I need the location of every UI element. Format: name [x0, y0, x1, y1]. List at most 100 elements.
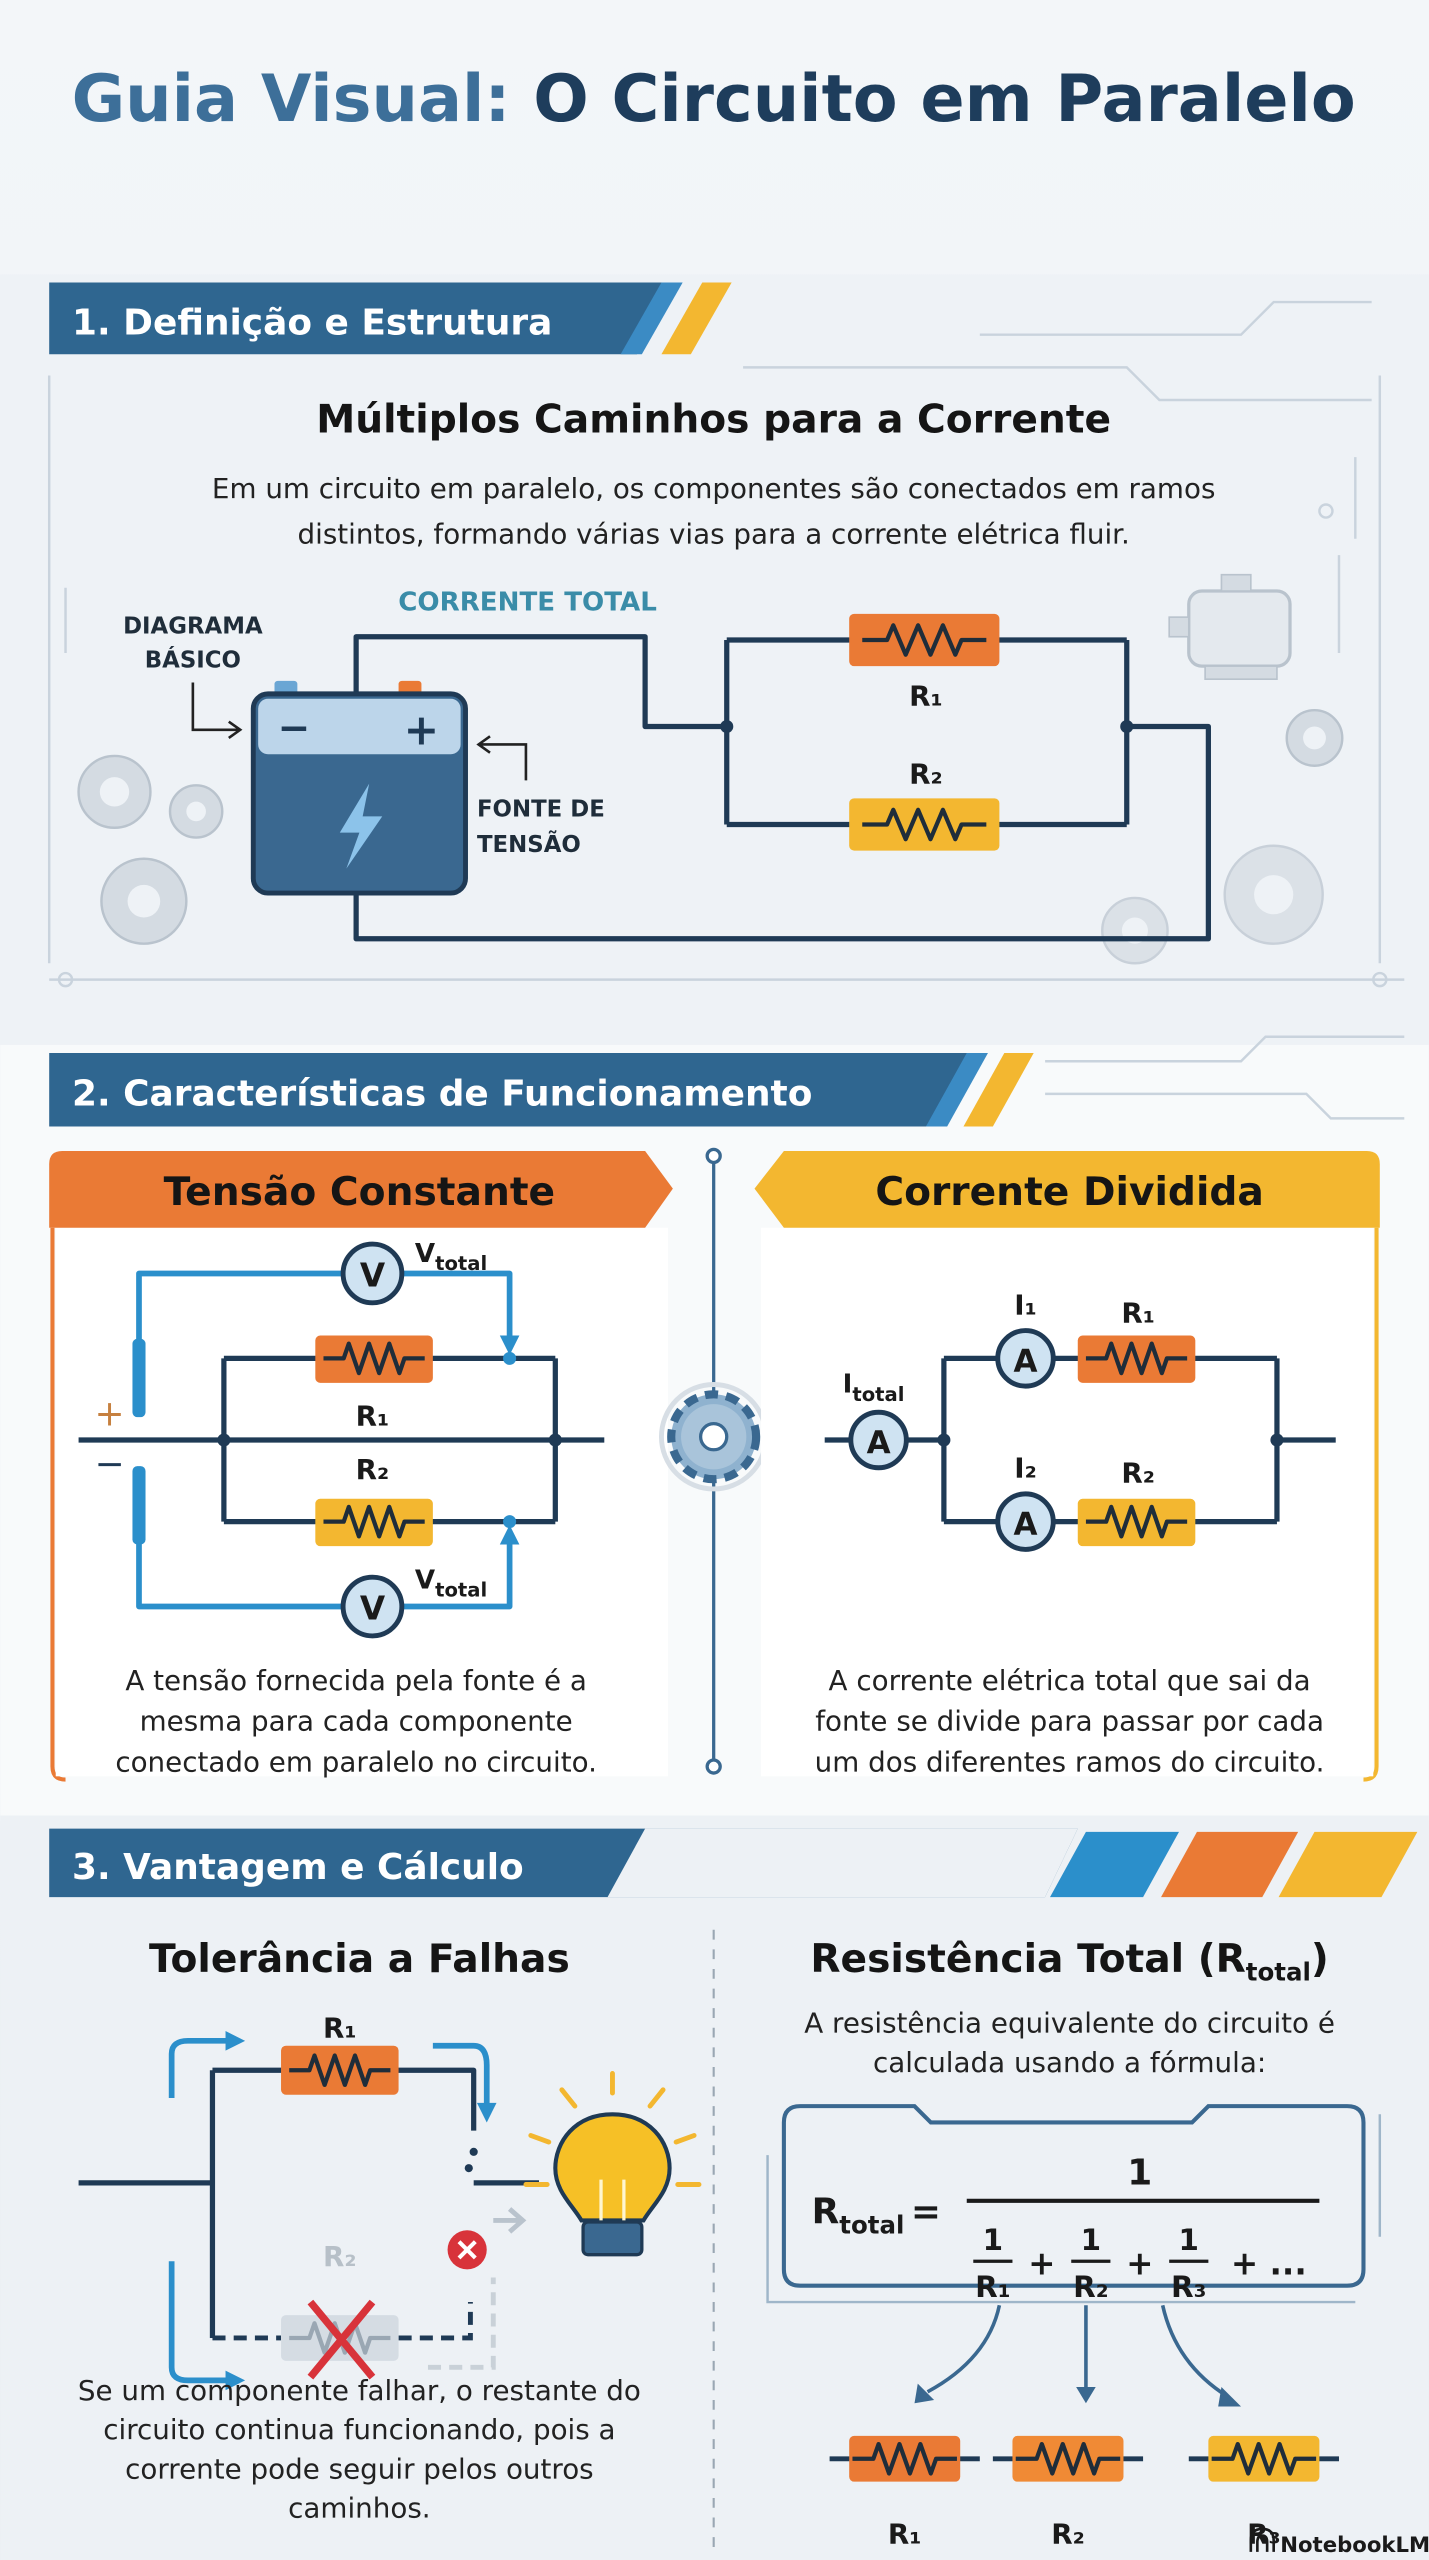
gear-icon: [1223, 844, 1324, 945]
section-1-header: 1. Definição e Estrutura: [49, 282, 732, 355]
gear-icon: [1101, 896, 1169, 965]
voltage-source-label: FONTE DE: [477, 796, 605, 822]
ammeter-icon: A: [995, 1328, 1056, 1389]
r1-label: R₁: [909, 679, 943, 712]
header-stripe-blue: [620, 282, 683, 355]
header-stripe-orange: [1161, 1831, 1299, 1898]
voltage-source-label: TENSÃO: [477, 830, 581, 858]
panel-title: Tolerância a Falhas: [149, 1937, 570, 1982]
card-desc-line: A tensão fornecida pela fonte é a: [125, 1664, 587, 1697]
r1-label: R₁: [323, 2012, 357, 2045]
panel-desc-line: caminhos.: [288, 2492, 430, 2525]
resistor-r2: [1077, 1498, 1196, 1547]
card-constant-voltage: Tensão Constante + − V Vtotal V Vtotal R…: [49, 1151, 673, 1782]
arrow-icon: [225, 2031, 246, 2051]
resistor-r2: [992, 2435, 1144, 2482]
section-2-title: 2. Características de Funcionamento: [72, 1073, 812, 1114]
section-1-desc-line: distintos, formando várias vias para a c…: [298, 518, 1130, 551]
resistor-r3: [1188, 2435, 1339, 2482]
card-desc-line: fonte se divide para passar por cada: [815, 1705, 1324, 1738]
gear-icon: [77, 754, 152, 829]
svg-text:NotebookLM: NotebookLM: [1280, 2533, 1429, 2558]
battery-icon: − +: [250, 680, 468, 896]
i-total-label: Itotal: [843, 1370, 905, 1406]
header-stripe-yellow: [963, 1053, 1034, 1127]
notebooklm-icon: [1249, 2527, 1275, 2552]
card-desc-line: mesma para cada componente: [140, 1705, 573, 1738]
formula-numerator: 1: [1127, 2152, 1152, 2193]
light-bulb-icon: [523, 2071, 702, 2257]
ammeter-icon: A: [848, 1409, 909, 1471]
arrow-icon: [493, 2207, 527, 2234]
header-stripe-blue: [925, 1053, 988, 1127]
r2-failed-label: R₂: [323, 2240, 357, 2273]
panel-desc-line: Se um componente falhar, o restante do: [78, 2374, 641, 2407]
svg-text:R₁: R₁: [975, 2270, 1011, 2304]
r1-label: R₁: [888, 2518, 922, 2551]
r2-label: R₂: [909, 758, 943, 791]
section-1-subtitle: Múltiplos Caminhos para a Corrente: [316, 398, 1111, 443]
lightning-icon: [339, 783, 383, 869]
formula: Rtotal= 1 1 R₁ + 1 R₂ + 1 R₃ + ...: [812, 2152, 1320, 2304]
resistor-r2: [849, 798, 1000, 851]
svg-text:−: −: [278, 706, 311, 751]
section-1-desc-line: Em um circuito em paralelo, os component…: [212, 472, 1215, 505]
svg-text:1: 1: [1179, 2223, 1199, 2257]
basic-circuit-diagram: CORRENTE TOTAL DIAGRAMA BÁSICO FONTE DE …: [77, 573, 1344, 965]
resistor-r1: [281, 2045, 399, 2095]
arrow-icon: [225, 2370, 246, 2391]
minus-sign: −: [95, 1444, 125, 1485]
svg-text:R₂: R₂: [1073, 2270, 1109, 2304]
arrow-icon: [1218, 2386, 1242, 2407]
motor-icon: [1168, 573, 1292, 680]
arrow-icon: [499, 1335, 520, 1356]
v-total-label: Vtotal: [415, 1566, 487, 1602]
svg-text:R₃: R₃: [1171, 2270, 1207, 2304]
svg-text:+: +: [404, 706, 440, 755]
formula-frame: [766, 2104, 1382, 2304]
panel-desc-line: calculada usando a fórmula:: [873, 2046, 1266, 2079]
voltmeter-icon: V: [340, 1574, 405, 1639]
resistor-r2: [315, 1498, 433, 1547]
svg-text:1: 1: [1081, 2223, 1101, 2257]
svg-text:+: +: [1126, 2244, 1153, 2282]
section-1-title: 1. Definição e Estrutura: [72, 303, 552, 344]
svg-text:1: 1: [983, 2223, 1003, 2257]
fault-tolerance-panel: Tolerância a Falhas R₁ R₂ Se um componen…: [78, 1937, 702, 2525]
header-stripe-yellow: [1278, 1831, 1418, 1898]
gear-icon: [100, 857, 188, 945]
svg-text:+: +: [1028, 2244, 1055, 2282]
svg-text:V: V: [360, 1257, 386, 1295]
notebooklm-logo: NotebookLM: [1249, 2527, 1429, 2558]
card-desc-line: A corrente elétrica total que sai da: [829, 1664, 1311, 1697]
i1-label: I₁: [1014, 1288, 1036, 1321]
formula-lhs: Rtotal=: [812, 2192, 941, 2240]
error-icon: [447, 2230, 487, 2270]
arrow-icon: [476, 735, 528, 781]
page-title: Guia Visual: O Circuito em Paralelo: [72, 61, 1356, 137]
r2-label: R₂: [1051, 2518, 1085, 2551]
arrow-icon: [191, 682, 243, 740]
arrow-icon: [1076, 2386, 1096, 2404]
diagram-label: BÁSICO: [145, 646, 241, 674]
card-desc-line: conectado em paralelo no circuito.: [115, 1745, 597, 1778]
v-total-label: Vtotal: [415, 1239, 487, 1275]
panel-title: Resistência Total (Rtotal): [810, 1937, 1328, 1986]
resistor-r1: [849, 613, 1000, 667]
svg-text:A: A: [1014, 1343, 1038, 1379]
card-title: Corrente Dividida: [875, 1170, 1264, 1215]
resistor-r1: [315, 1335, 433, 1383]
r2-label: R₂: [356, 1453, 390, 1486]
section-3-title: 3. Vantagem e Cálculo: [72, 1847, 524, 1888]
svg-text:+ ...: + ...: [1231, 2244, 1307, 2282]
gear-icon: [1285, 708, 1344, 767]
svg-text:V: V: [360, 1590, 386, 1628]
i2-label: I₂: [1014, 1452, 1036, 1485]
arrow-icon: [476, 2102, 497, 2123]
r2-label: R₂: [1121, 1456, 1155, 1489]
card-desc-line: um dos diferentes ramos do circuito.: [815, 1745, 1325, 1778]
total-current-label: CORRENTE TOTAL: [398, 588, 657, 618]
gear-icon: [658, 1382, 769, 1492]
failure-x-icon: [307, 2299, 376, 2380]
